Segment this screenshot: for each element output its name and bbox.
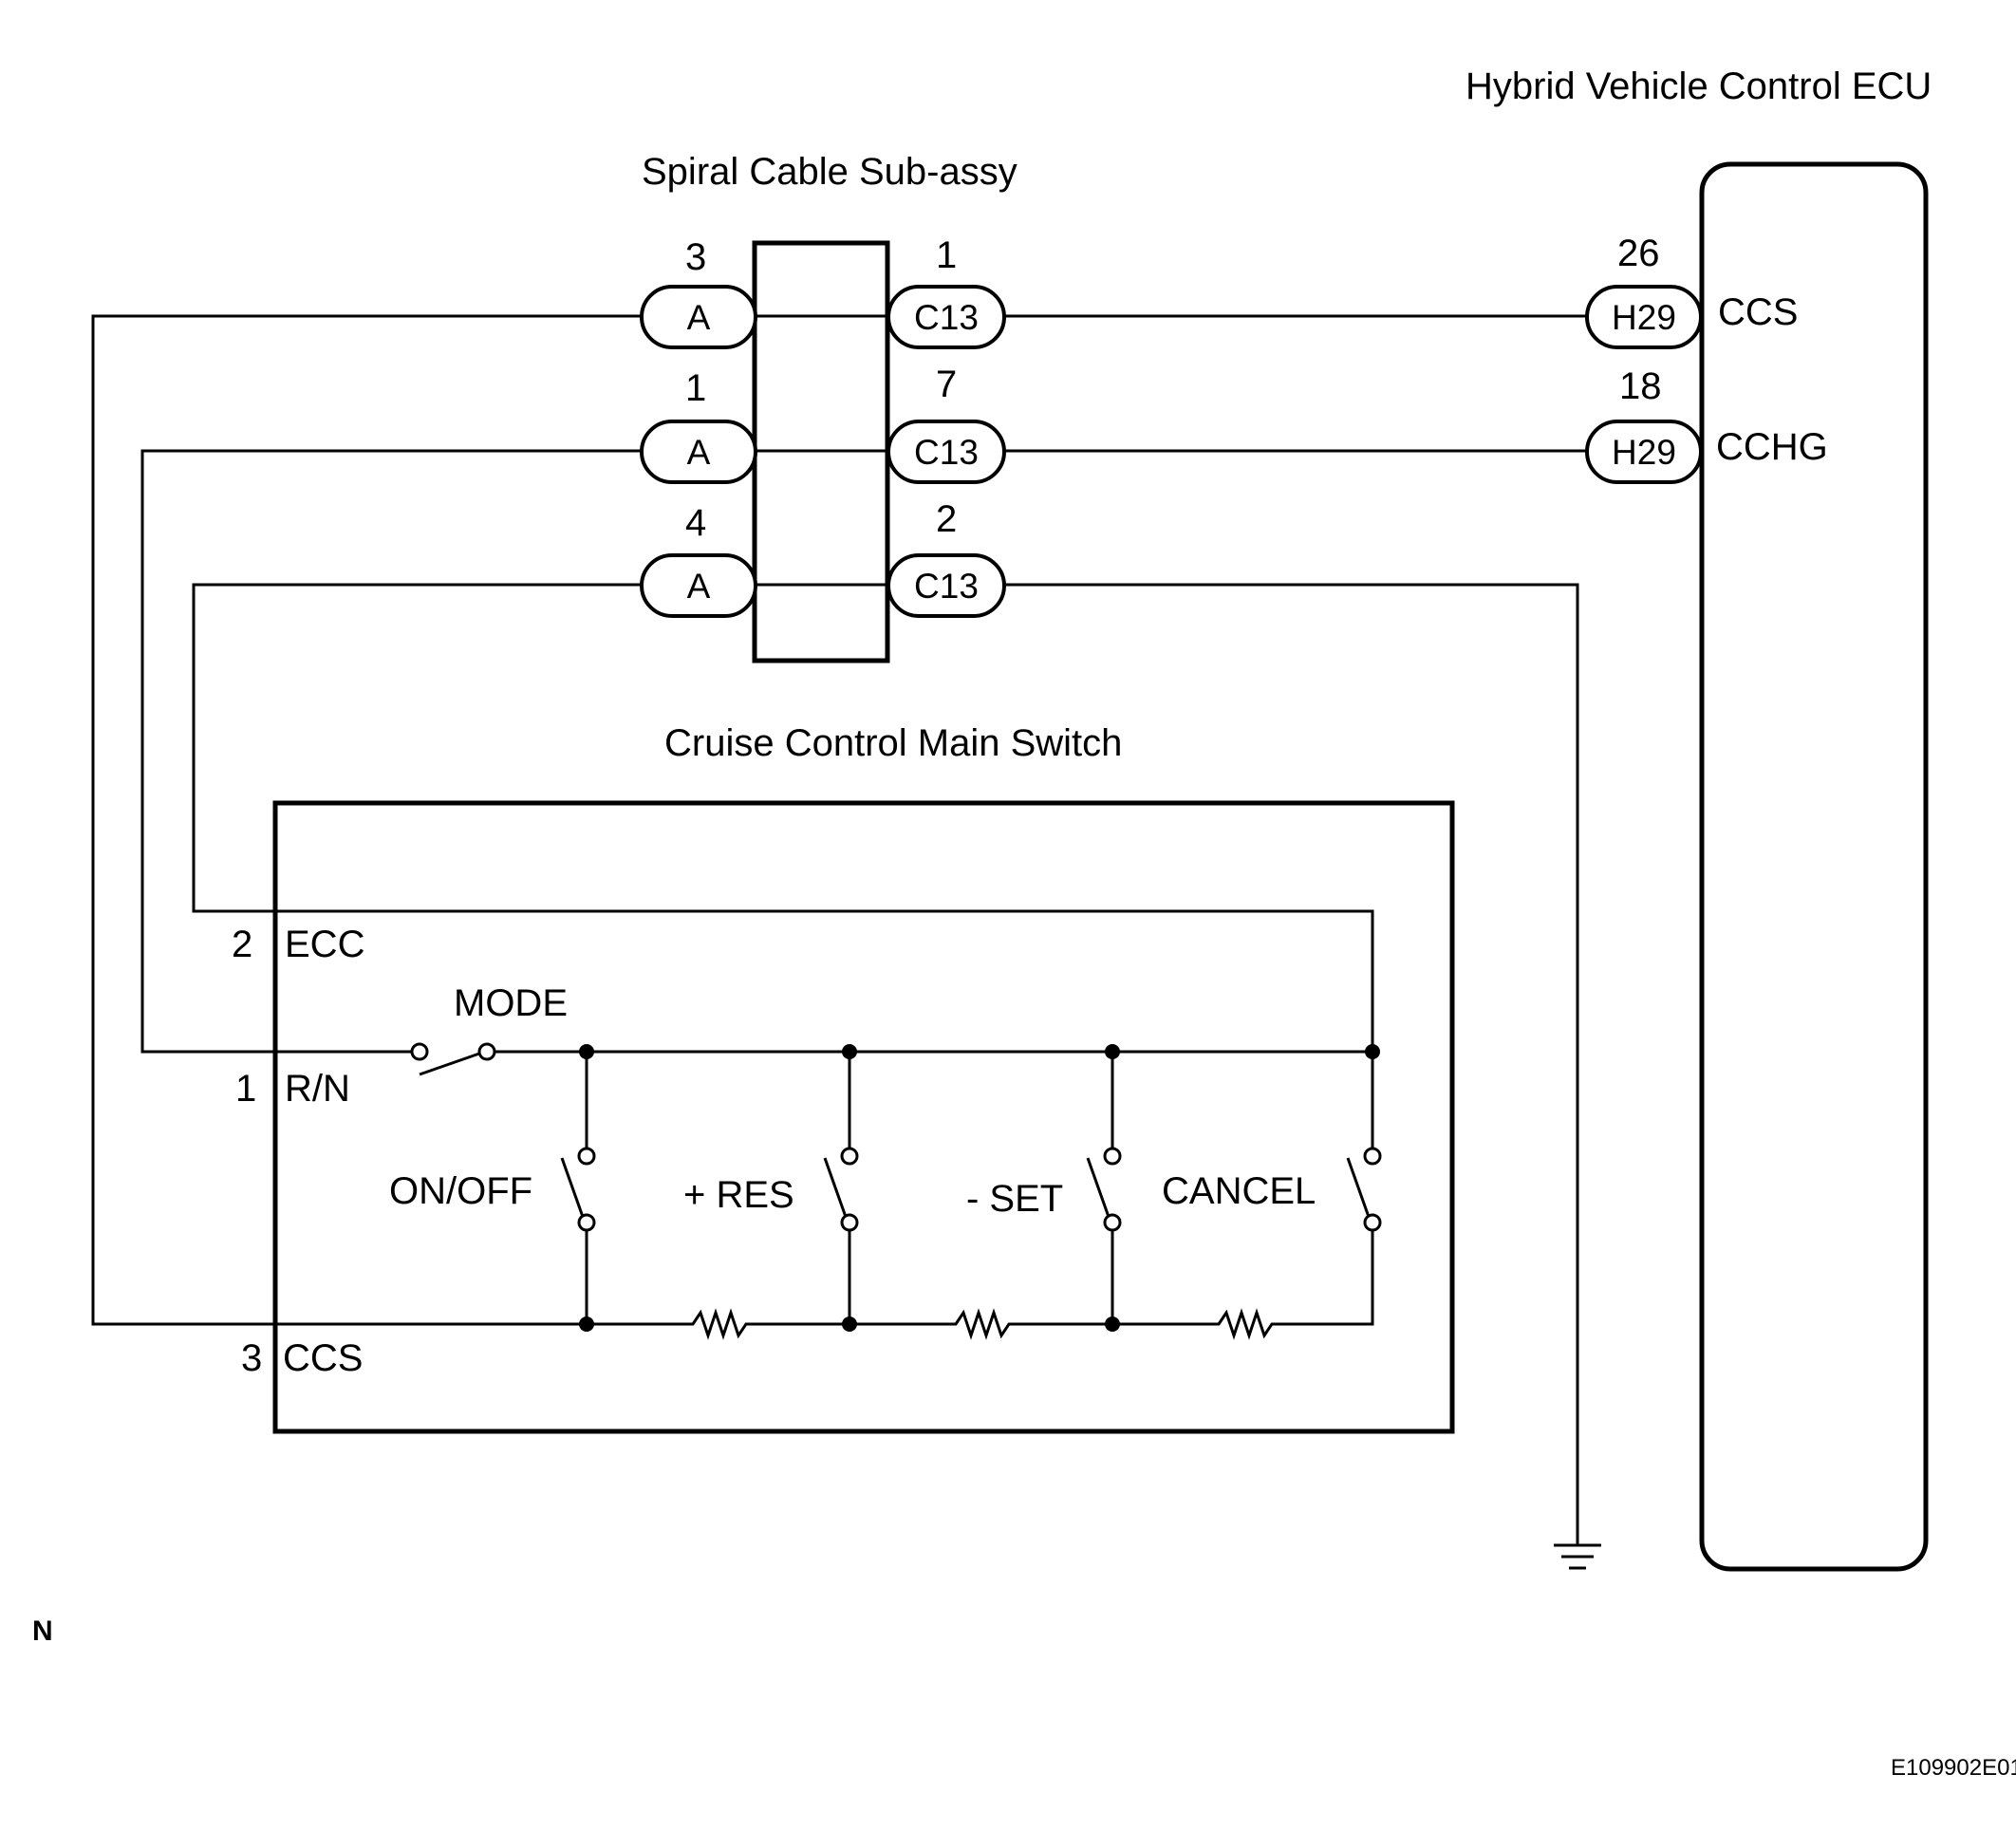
ecu-box [1699, 161, 1929, 1572]
junction-dot [1105, 1044, 1120, 1059]
set-label: - SET [966, 1178, 1063, 1220]
spiral-cable-title: Spiral Cable Sub-assy [642, 151, 1017, 193]
connector-c13 [887, 553, 1006, 618]
junction-dot [1105, 1316, 1120, 1332]
mode-switch-terminal-right [477, 1042, 496, 1061]
switch-branch-set [1086, 1052, 1122, 1324]
spiral-a-pin: 1 [685, 367, 706, 409]
connector-a [640, 420, 757, 484]
connector-h29 [1585, 420, 1703, 484]
spiral-c-pin: 7 [936, 364, 957, 405]
spiral-a-pin: 4 [685, 502, 706, 544]
terminal-ccs-name: CCS [283, 1337, 363, 1379]
connector-a-label: A [687, 433, 711, 472]
junction-dot [579, 1044, 594, 1059]
connector-a [640, 285, 757, 349]
connector-c13 [887, 420, 1006, 484]
terminal-ecc-pin: 2 [232, 924, 252, 965]
terminal-rn-pin: 1 [235, 1068, 256, 1110]
spiral-c-pin: 2 [936, 498, 957, 540]
ecu-signal-ccs: CCS [1718, 291, 1798, 333]
resistor-ladder [587, 1308, 1374, 1340]
switch-branch-cancel [1346, 1052, 1382, 1324]
connector-h29 [1585, 285, 1703, 349]
connector-h29-label: H29 [1612, 433, 1676, 472]
connector-a-label: A [687, 567, 711, 606]
switch-box [272, 800, 1455, 1434]
wire-ground [1004, 583, 1579, 1545]
res-label: + RES [683, 1174, 794, 1216]
ground-icon [1554, 1543, 1601, 1570]
ecu-signal-cchg: CCHG [1716, 426, 1828, 468]
junction-dot [842, 1316, 857, 1332]
switch-branch-res [823, 1052, 859, 1324]
spiral-a-pin: 3 [685, 236, 706, 278]
corner-mark: N [32, 1615, 53, 1647]
terminal-rn-name: R/N [285, 1068, 350, 1110]
ecu-pin: 18 [1619, 365, 1662, 407]
ecu-title: Hybrid Vehicle Control ECU [1465, 65, 1932, 107]
spiral-c-pin: 1 [936, 234, 957, 276]
connector-c13-label: C13 [914, 567, 979, 606]
figure-code: E109902E01 [1891, 1755, 2016, 1781]
switch-title: Cruise Control Main Switch [664, 722, 1122, 764]
junction-dot [1365, 1044, 1380, 1059]
terminal-ccs-pin: 3 [241, 1337, 262, 1379]
connector-a [640, 553, 757, 618]
mode-label: MODE [454, 982, 568, 1024]
connector-a-label: A [687, 298, 711, 337]
connector-c13-label: C13 [914, 433, 979, 472]
wire-ecc-left [192, 583, 1374, 1052]
terminal-ecc-name: ECC [285, 924, 364, 965]
connector-c13 [887, 285, 1006, 349]
connector-c13-label: C13 [914, 298, 979, 337]
junction-dot [842, 1044, 857, 1059]
switch-branch-on-off [560, 1052, 596, 1324]
cancel-label: CANCEL [1162, 1170, 1316, 1212]
mode-switch-terminal-left [410, 1042, 429, 1061]
wire-ccs-left [91, 314, 642, 1326]
ecu-pin: 26 [1617, 233, 1660, 274]
mode-switch-lever [419, 1052, 480, 1076]
connector-h29-label: H29 [1612, 298, 1676, 337]
junction-dot [579, 1316, 594, 1332]
on-off-label: ON/OFF [389, 1170, 532, 1212]
wire-rn-left [140, 449, 642, 1054]
